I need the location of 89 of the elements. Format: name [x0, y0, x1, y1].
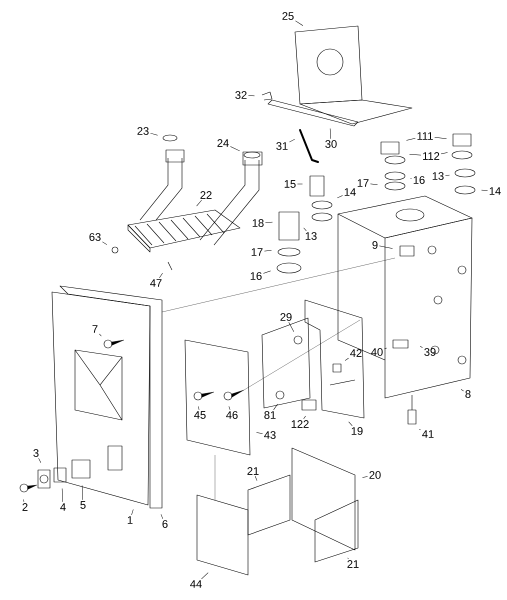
leader-line: [198, 406, 200, 410]
leader-line: [344, 358, 349, 361]
leader-line: [330, 128, 331, 140]
leader-line: [150, 132, 158, 136]
callout-number: 21: [347, 560, 359, 568]
callout-number: 1: [128, 516, 133, 524]
leader-line: [440, 152, 448, 154]
callout-number: 24: [217, 139, 229, 147]
callout-number: 40: [371, 348, 383, 356]
leader-line: [288, 322, 294, 332]
leader-line: [418, 428, 421, 430]
callout-number: 32: [235, 91, 247, 99]
leader-line: [379, 246, 393, 249]
callout-number: 31: [276, 142, 288, 150]
callout-number: 13: [306, 232, 317, 240]
callout-number: 39: [424, 348, 436, 356]
callout-number: 47: [150, 279, 162, 287]
callout-number: 112: [423, 152, 440, 160]
callout-number: 43: [264, 431, 276, 439]
callout-number: 13: [432, 172, 444, 180]
callout-number: 42: [350, 349, 362, 357]
leader-line: [481, 190, 488, 191]
leader-line: [230, 146, 240, 152]
leader-line: [384, 348, 387, 350]
callout-number: 23: [137, 127, 149, 135]
callout-number: 111: [417, 132, 433, 140]
leader-line: [409, 154, 422, 156]
callout-number: 19: [352, 427, 363, 435]
callout-number: 46: [226, 411, 238, 419]
leader-line: [159, 272, 163, 278]
leader-line: [228, 406, 230, 410]
leader-line: [303, 416, 306, 420]
callout-number: 44: [190, 580, 202, 588]
callout-number: 20: [369, 471, 381, 479]
callout-number: 8: [465, 390, 471, 398]
leader-line: [38, 458, 42, 464]
leader-line: [460, 389, 464, 392]
leader-line: [131, 509, 134, 516]
leader-line: [434, 136, 447, 139]
leader-line: [303, 228, 307, 232]
leader-line: [295, 20, 304, 26]
callout-number: 14: [490, 187, 501, 195]
callout-number: 41: [422, 430, 434, 438]
callout-number: 81: [264, 411, 276, 419]
leader-line: [264, 250, 272, 252]
leader-line: [256, 432, 263, 434]
callout-number: 16: [414, 176, 425, 184]
leader-line: [62, 488, 63, 502]
callout-number: 29: [280, 313, 292, 321]
leader-line: [289, 138, 296, 142]
callout-number: 18: [252, 219, 264, 227]
callout-number: 14: [344, 188, 356, 196]
callout-number: 2: [22, 503, 28, 511]
leader-line: [201, 572, 208, 580]
leader-line: [445, 174, 450, 176]
callout-number: 17: [358, 179, 369, 187]
leader-line: [273, 404, 278, 410]
callout-number: 3: [33, 449, 39, 457]
callout-number: 63: [89, 233, 101, 241]
leader-line: [23, 499, 24, 502]
callout-number: 6: [162, 520, 168, 528]
callout-number: 22: [200, 191, 212, 199]
leader-line: [263, 270, 271, 274]
callout-number: 25: [282, 12, 294, 20]
leader-line: [102, 242, 108, 245]
callout-number: 45: [194, 411, 206, 419]
callout-number: 15: [284, 180, 296, 188]
leader-line: [82, 485, 84, 500]
callout-number: 4: [60, 503, 66, 511]
leader-line: [196, 200, 202, 206]
callout-number: 122: [292, 420, 309, 428]
leader-line: [160, 514, 164, 520]
callout-number: 17: [252, 248, 263, 256]
leader-line: [265, 222, 273, 223]
leader-line: [362, 476, 368, 478]
callout-number: 7: [92, 325, 98, 333]
leader-line: [420, 346, 423, 348]
leader-line: [248, 95, 255, 96]
callout-number: 16: [250, 272, 262, 280]
leader-line: [370, 184, 378, 185]
callout-number: 21: [247, 467, 259, 475]
leader-line: [99, 334, 102, 336]
callout-number: 9: [372, 241, 378, 249]
leader-line: [406, 138, 416, 141]
leader-line: [337, 195, 343, 198]
callout-number: 30: [325, 140, 337, 148]
leader-line: [348, 422, 353, 426]
leader-line: [254, 476, 258, 481]
callout-number: 5: [80, 501, 86, 509]
